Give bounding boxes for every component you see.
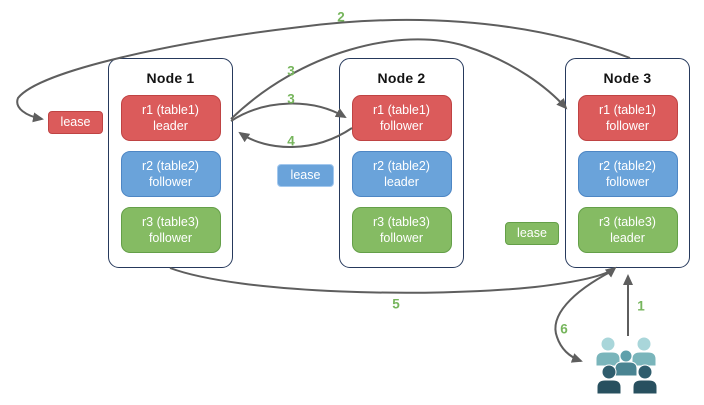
replica-role: leader	[153, 119, 188, 133]
arrow-label-4: 4	[287, 133, 295, 149]
replica-name: r3 (table3)	[599, 215, 656, 229]
lease-badge-table1: lease	[48, 111, 103, 134]
replica-role: follower	[148, 231, 193, 245]
replica-name: r3 (table3)	[373, 215, 430, 229]
replica-role: follower	[379, 231, 424, 245]
replica-name: r1 (table1)	[599, 103, 656, 117]
node-2-title: Node 2	[377, 70, 426, 86]
arrow-step6-response	[554, 270, 613, 363]
arrow-label-3-lower: 3	[287, 91, 295, 107]
node-3: Node 3 r1 (table1) follower r2 (table2) …	[565, 58, 690, 268]
replica-name: r1 (table1)	[373, 103, 430, 117]
arrow-label-6: 6	[560, 321, 568, 337]
node-1-replica-r3: r3 (table3) follower	[120, 207, 221, 253]
node-1-replica-r1: r1 (table1) leader	[120, 95, 221, 141]
node-2-replica-r2: r2 (table2) leader	[351, 151, 452, 197]
users-icon	[595, 336, 658, 395]
node-3-replica-r3: r3 (table3) leader	[577, 207, 678, 253]
node-1-title: Node 1	[146, 70, 195, 86]
replica-role: leader	[610, 231, 645, 245]
replica-role: follower	[605, 119, 650, 133]
node-2-replica-r3: r3 (table3) follower	[351, 207, 452, 253]
replica-name: r2 (table2)	[142, 159, 199, 173]
replica-name: r3 (table3)	[142, 215, 199, 229]
replica-role: leader	[384, 175, 419, 189]
replica-role: follower	[605, 175, 650, 189]
arrow-step5-forward	[169, 266, 617, 294]
replica-role: follower	[379, 119, 424, 133]
replica-role: follower	[148, 175, 193, 189]
node-1: Node 1 r1 (table1) leader r2 (table2) fo…	[108, 58, 233, 268]
replica-name: r1 (table1)	[142, 103, 199, 117]
node-3-title: Node 3	[603, 70, 652, 86]
replica-name: r2 (table2)	[599, 159, 656, 173]
node-1-replica-r2: r2 (table2) follower	[120, 151, 221, 197]
lease-badge-table2: lease	[277, 164, 334, 187]
replica-name: r2 (table2)	[373, 159, 430, 173]
node-2: Node 2 r1 (table1) follower r2 (table2) …	[339, 58, 464, 268]
arrow-step4-ack	[238, 127, 353, 148]
arrow-label-5: 5	[392, 296, 400, 312]
node-3-replica-r2: r2 (table2) follower	[577, 151, 678, 197]
node-2-replica-r1: r1 (table1) follower	[351, 95, 452, 141]
arrow-label-2: 2	[337, 9, 345, 25]
arrow-label-1: 1	[637, 298, 645, 314]
lease-badge-table3: lease	[505, 222, 559, 245]
node-3-replica-r1: r1 (table1) follower	[577, 95, 678, 141]
arrow-label-3-upper: 3	[287, 63, 295, 79]
